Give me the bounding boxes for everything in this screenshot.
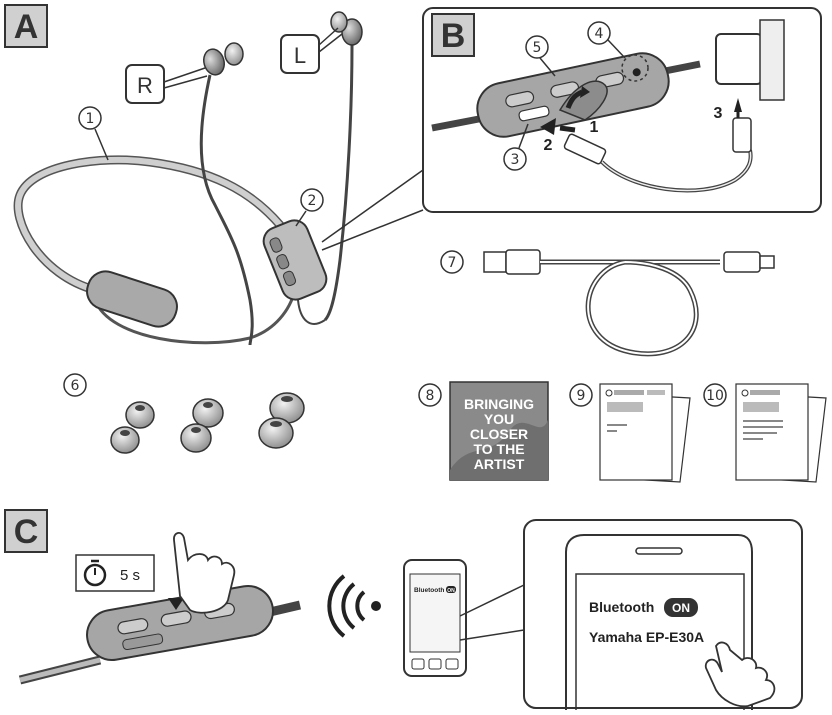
bluetooth-signal-icon xyxy=(327,574,381,638)
small-phone-bluetooth-label: Bluetooth xyxy=(414,587,444,594)
ear-tip-medium-2 xyxy=(180,423,212,453)
booklet-line-3: CLOSER xyxy=(470,426,528,442)
power-button xyxy=(160,610,192,627)
ear-tips: 6 xyxy=(63,373,305,454)
left-earbud-cable xyxy=(323,44,354,322)
timer-box xyxy=(75,554,155,592)
callout-10 xyxy=(703,383,727,407)
bluetooth-toggle-state: ON xyxy=(672,601,690,615)
left-label-box xyxy=(280,34,320,74)
callout-9 xyxy=(569,383,593,407)
port-cover xyxy=(558,80,608,121)
callout-5 xyxy=(525,35,549,59)
left-label: L xyxy=(294,43,306,68)
left-earbud xyxy=(330,11,363,46)
wall-outlet xyxy=(759,19,785,101)
document-10: 10 xyxy=(703,383,827,483)
callout-3-number: 3 xyxy=(511,152,520,168)
usb-a-plug xyxy=(732,117,752,153)
neckband-fill xyxy=(15,156,283,293)
panel-b-label-box xyxy=(431,13,475,57)
booklet-line-5: ARTIST xyxy=(474,456,525,472)
controller-button-3 xyxy=(282,270,297,287)
neckband-lower-cable xyxy=(93,289,297,345)
step-1: 1 xyxy=(590,119,599,136)
tapping-hand-icon xyxy=(704,641,776,708)
panel-b-letter: B xyxy=(441,17,466,55)
ear-tip-small-2 xyxy=(110,426,140,454)
ear-tip-large-2 xyxy=(258,417,294,449)
callout-7 xyxy=(440,250,464,274)
minus-button xyxy=(117,618,149,635)
usb-a-connector xyxy=(483,251,507,273)
panel-b: B 1 2 3 xyxy=(422,7,822,213)
controller-button-2 xyxy=(276,254,290,270)
right-label: R xyxy=(137,73,153,98)
callout-6-number: 6 xyxy=(71,378,80,394)
panel-c-letter: C xyxy=(14,513,39,551)
callout-10-number: 10 xyxy=(706,388,724,404)
device-name[interactable]: Yamaha EP-E30A xyxy=(589,629,704,645)
right-earbud-cable xyxy=(199,74,254,346)
micro-usb-plug xyxy=(563,133,607,165)
panel-a: A R xyxy=(4,4,424,346)
callout-7-number: 7 xyxy=(448,255,457,271)
ear-tip-medium-1 xyxy=(192,398,224,428)
step-2: 2 xyxy=(544,137,553,154)
booklet-line-2: YOU xyxy=(484,411,514,427)
usb-power-adapter xyxy=(715,33,763,85)
booklet-item: 8 BRINGING YOU CLOSER TO THE ARTIST xyxy=(418,381,549,481)
panel-c: C 5 s xyxy=(4,509,803,710)
ear-tip-large-1 xyxy=(269,392,305,424)
indicator-led xyxy=(632,68,641,77)
booklet-line-4: TO THE xyxy=(473,441,524,457)
zoomed-button-minus xyxy=(505,90,535,108)
micro-usb-connector xyxy=(723,251,761,273)
callout-8-number: 8 xyxy=(426,388,435,404)
timer-duration: 5 s xyxy=(120,567,140,584)
document-9: 9 xyxy=(569,383,691,483)
callout-6 xyxy=(63,373,87,397)
zoomed-phone-body xyxy=(565,534,753,710)
callout-8 xyxy=(418,383,442,407)
usb-cable-item: 7 xyxy=(440,249,775,357)
panel-a-label-box xyxy=(4,4,48,48)
bluetooth-label: Bluetooth xyxy=(589,599,654,615)
smartphone-small: Bluetooth ON xyxy=(403,559,467,677)
callout-9-number: 9 xyxy=(577,388,586,404)
right-earbud xyxy=(203,42,244,76)
pointing-hand-icon xyxy=(173,532,236,614)
small-phone-bluetooth-state: ON xyxy=(447,588,455,594)
panel-a-letter: A xyxy=(14,8,39,46)
ear-tip-small-1 xyxy=(125,401,155,429)
callout-1 xyxy=(78,106,102,130)
callout-4 xyxy=(587,21,611,45)
callout-1-number: 1 xyxy=(86,111,95,127)
bluetooth-toggle[interactable] xyxy=(664,598,698,617)
right-label-box xyxy=(125,64,165,104)
battery-pod xyxy=(86,270,178,328)
stopwatch-icon xyxy=(83,559,107,587)
booklet-line-1: BRINGING xyxy=(464,396,534,412)
callout-3 xyxy=(503,147,527,171)
callout-2 xyxy=(300,188,324,212)
callout-2-number: 2 xyxy=(308,193,317,209)
step-3: 3 xyxy=(714,105,723,122)
panel-c-label-box xyxy=(4,509,48,553)
phone-speaker xyxy=(635,547,683,555)
controller xyxy=(262,219,328,301)
controller-button-1 xyxy=(269,237,283,253)
callout-4-number: 4 xyxy=(595,26,604,42)
callout-5-number: 5 xyxy=(533,40,542,56)
usb-port xyxy=(518,105,550,122)
